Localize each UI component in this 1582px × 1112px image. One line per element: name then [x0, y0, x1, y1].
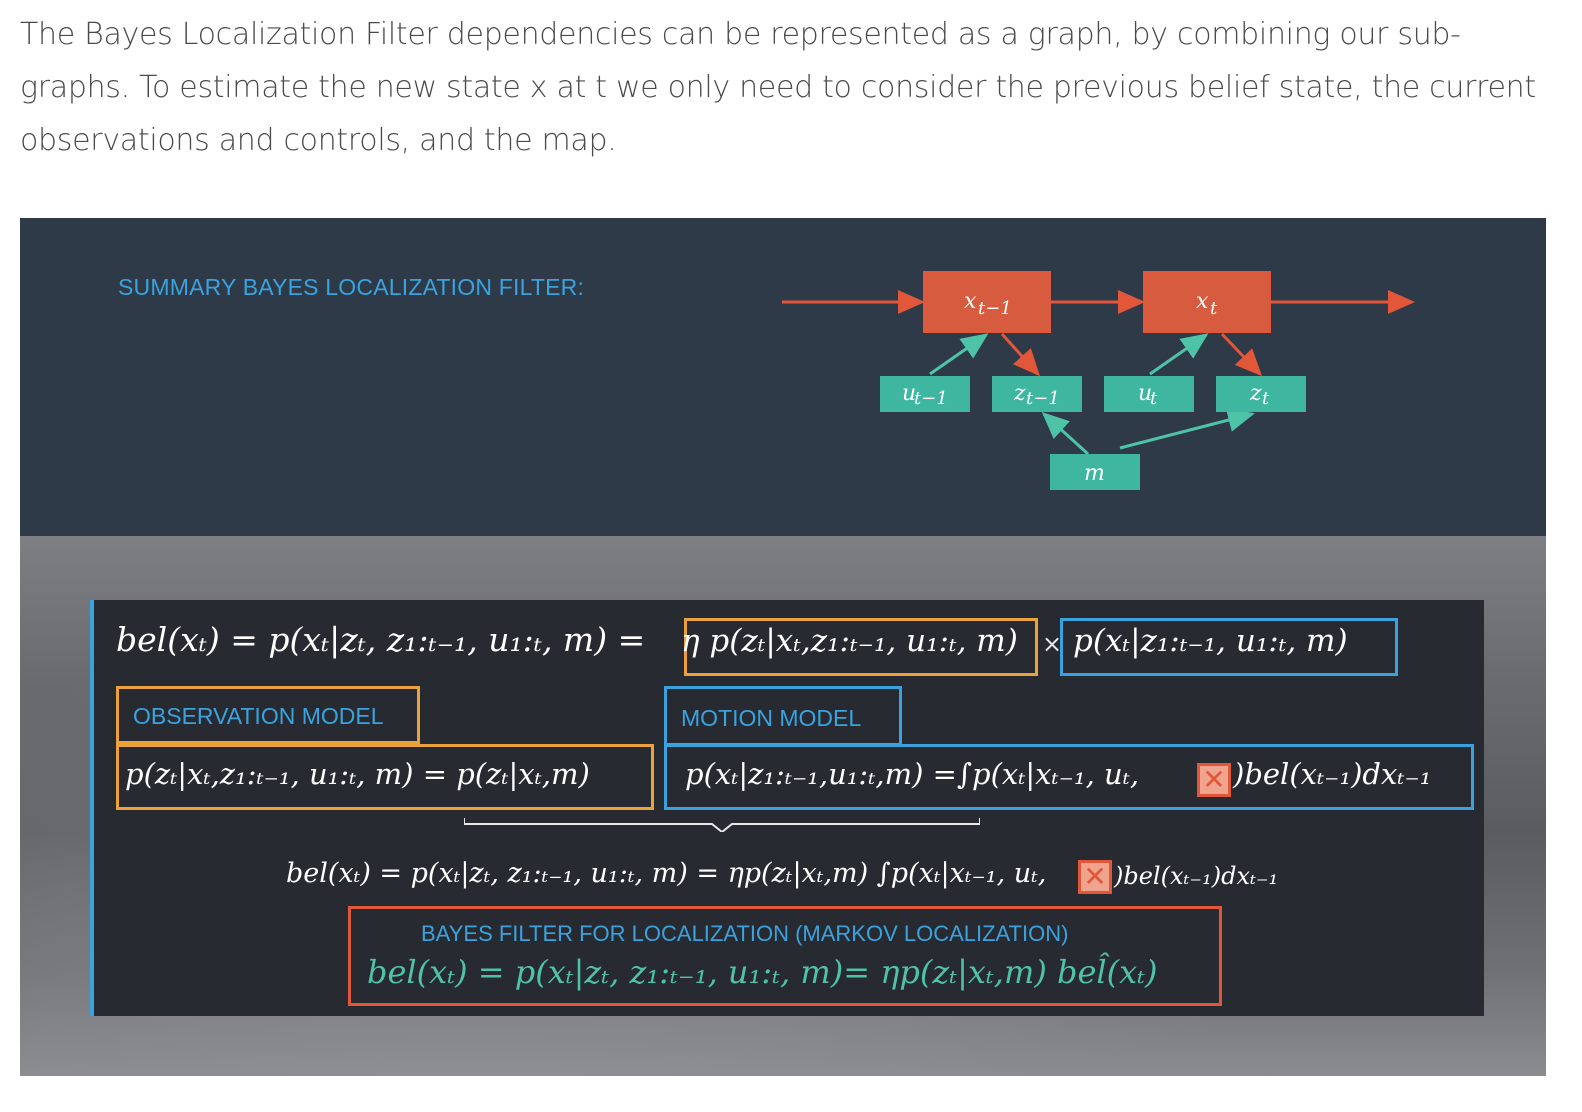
svg-text:z: z	[1013, 381, 1026, 406]
motion-model-label: MOTION MODEL	[681, 705, 862, 731]
main-equation-lhs: bel(xₜ) = p(xₜ|zₜ, z₁:ₜ₋₁, u₁:ₜ, m) =	[116, 620, 646, 659]
svg-text:x: x	[1196, 289, 1209, 314]
node-x-cur: x t	[1143, 271, 1271, 333]
node-u-cur: u t	[1104, 376, 1194, 412]
node-x-prev: x t−1	[923, 271, 1051, 333]
edge-xprev-zprev	[1000, 332, 1041, 377]
svg-text:t−1: t−1	[1026, 388, 1060, 409]
observation-term-box: η p(zₜ|xₜ,z₁:ₜ₋₁, u₁:ₜ, m)	[681, 618, 1038, 676]
dependency-graph: x t−1 x t u t−1 z t−1 u t z t	[782, 271, 1415, 490]
svg-text:u: u	[1138, 381, 1152, 406]
motion-term: p(xₜ|z₁:ₜ₋₁, u₁:ₜ, m)	[1073, 623, 1348, 659]
edge-ucur-xcur	[1149, 333, 1209, 376]
edge-xcur-zcur	[1220, 332, 1263, 377]
underbrace	[464, 818, 980, 832]
node-u-prev: u t−1	[880, 376, 970, 412]
motion-model-equation-left: p(xₜ|z₁:ₜ₋₁,u₁:ₜ,m) =∫p(xₜ|xₜ₋₁, uₜ,	[685, 757, 1140, 791]
svg-text:t−1: t−1	[978, 298, 1012, 319]
edge-map-zcur	[1119, 408, 1255, 450]
edge-map-zprev	[1041, 411, 1090, 456]
slide-image: SUMMARY BAYES LOCALIZATION FILTER: x t−1	[20, 218, 1546, 1076]
observation-model-label-box: OBSERVATION MODEL	[116, 686, 420, 744]
intro-paragraph: The Bayes Localization Filter dependenci…	[20, 17, 1536, 158]
crossed-map-icon-2: ✕	[1078, 860, 1112, 894]
crossed-map-icon: ✕	[1197, 763, 1231, 797]
svg-text:u: u	[902, 381, 916, 406]
observation-model-equation: p(zₜ|xₜ,z₁:ₜ₋₁, u₁:ₜ, m) = p(zₜ|xₜ,m)	[125, 757, 590, 791]
svg-text:t: t	[1150, 388, 1158, 409]
observation-model-box: p(zₜ|xₜ,z₁:ₜ₋₁, u₁:ₜ, m) = p(zₜ|xₜ,m)	[116, 744, 654, 810]
svg-text:t−1: t−1	[914, 388, 948, 409]
bayes-filter-equation: bel(xₜ) = p(xₜ|zₜ, z₁:ₜ₋₁, u₁:ₜ, m)= ηp(…	[367, 953, 1158, 991]
svg-text:t: t	[1210, 298, 1218, 319]
summary-title: SUMMARY BAYES LOCALIZATION FILTER:	[118, 274, 585, 300]
svg-text:x: x	[964, 289, 977, 314]
combined-equation-left: bel(xₜ) = p(xₜ|zₜ, z₁:ₜ₋₁, u₁:ₜ, m) = ηp…	[286, 858, 1047, 889]
bayes-filter-label: BAYES FILTER FOR LOCALIZATION (MARKOV LO…	[421, 921, 1069, 946]
motion-model-box: p(xₜ|z₁:ₜ₋₁,u₁:ₜ,m) =∫p(xₜ|xₜ₋₁, uₜ, ✕ )…	[664, 744, 1474, 810]
motion-model-label-box: MOTION MODEL	[664, 686, 902, 746]
svg-text:m: m	[1084, 461, 1105, 486]
node-z-prev: z t−1	[992, 376, 1082, 412]
svg-text:t: t	[1262, 388, 1270, 409]
panel-accent-edge	[90, 600, 94, 1016]
combined-equation-right: )bel(xₜ₋₁)dxₜ₋₁	[1114, 862, 1279, 890]
bayes-filter-box: BAYES FILTER FOR LOCALIZATION (MARKOV LO…	[348, 906, 1222, 1006]
node-z-cur: z t	[1216, 376, 1306, 412]
node-map: m	[1050, 454, 1140, 490]
edge-uprev-xprev	[929, 333, 989, 376]
motion-model-equation-right: )bel(xₜ₋₁)dxₜ₋₁	[1233, 757, 1432, 791]
svg-text:z: z	[1249, 381, 1262, 406]
motion-term-box: p(xₜ|z₁:ₜ₋₁, u₁:ₜ, m)	[1060, 618, 1398, 676]
observation-model-label: OBSERVATION MODEL	[133, 703, 384, 729]
times-sign: ×	[1042, 630, 1063, 658]
observation-term: η p(zₜ|xₜ,z₁:ₜ₋₁, u₁:ₜ, m)	[681, 623, 1018, 659]
